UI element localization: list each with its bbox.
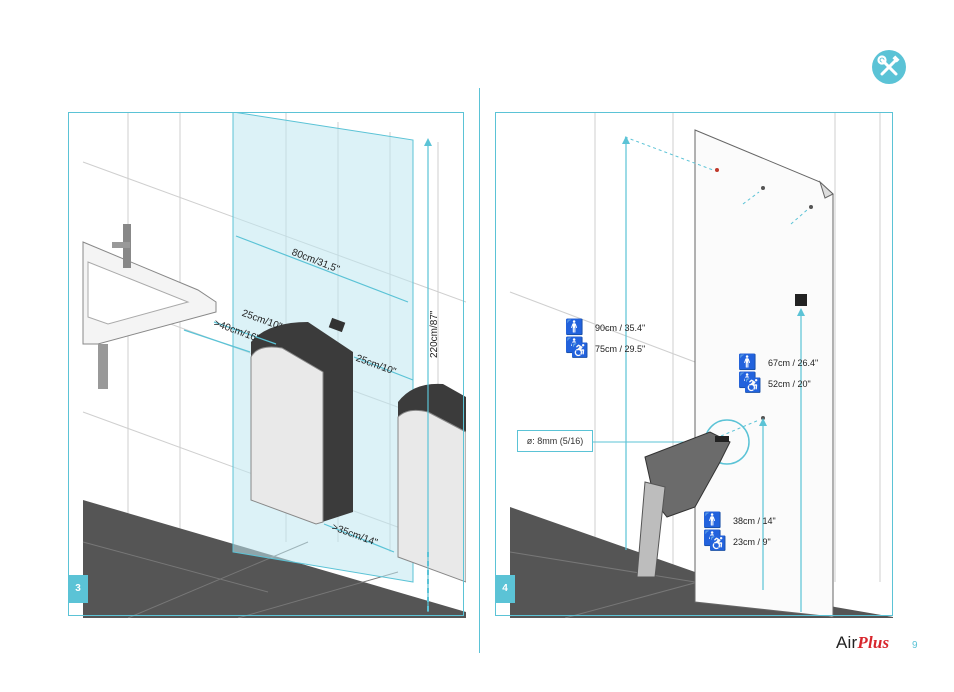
lower-height-accessible: 23cm / 9" bbox=[733, 537, 771, 547]
step-3-frame bbox=[68, 112, 464, 616]
tools-icon bbox=[872, 50, 906, 84]
wheelchair-icon: ♿ bbox=[709, 535, 727, 551]
wheelchair-icon: ♿ bbox=[744, 377, 762, 393]
men-women-icon: 🚹🚺 bbox=[738, 354, 757, 389]
step-3-illustration bbox=[82, 112, 466, 618]
drill-bit-size-label: ø: 8mm (5/16) bbox=[517, 430, 593, 452]
mount-height-standard: 90cm / 35.4" bbox=[595, 323, 646, 333]
brand-plus: Plus bbox=[857, 633, 890, 652]
wheelchair-icon: ♿ bbox=[571, 342, 589, 358]
page-number: 9 bbox=[912, 640, 918, 651]
step-3-badge: 3 bbox=[68, 575, 88, 603]
men-women-icon: 🚹🚺 bbox=[703, 512, 722, 547]
fixing-height-standard: 67cm / 26.4" bbox=[768, 358, 819, 368]
airplus-logo: AirPlus bbox=[836, 633, 889, 653]
step-4-illustration bbox=[509, 112, 893, 618]
brand-air: Air bbox=[836, 633, 858, 652]
panel-divider bbox=[479, 88, 480, 653]
men-women-icon: 🚹🚺 bbox=[565, 319, 584, 354]
fixing-height-accessible: 52cm / 20" bbox=[768, 379, 811, 389]
step-4-frame bbox=[495, 112, 893, 616]
lower-height-standard: 38cm / 14" bbox=[733, 516, 776, 526]
mount-height-accessible: 75cm / 29.5" bbox=[595, 344, 646, 354]
step-4-badge: 4 bbox=[495, 575, 515, 603]
